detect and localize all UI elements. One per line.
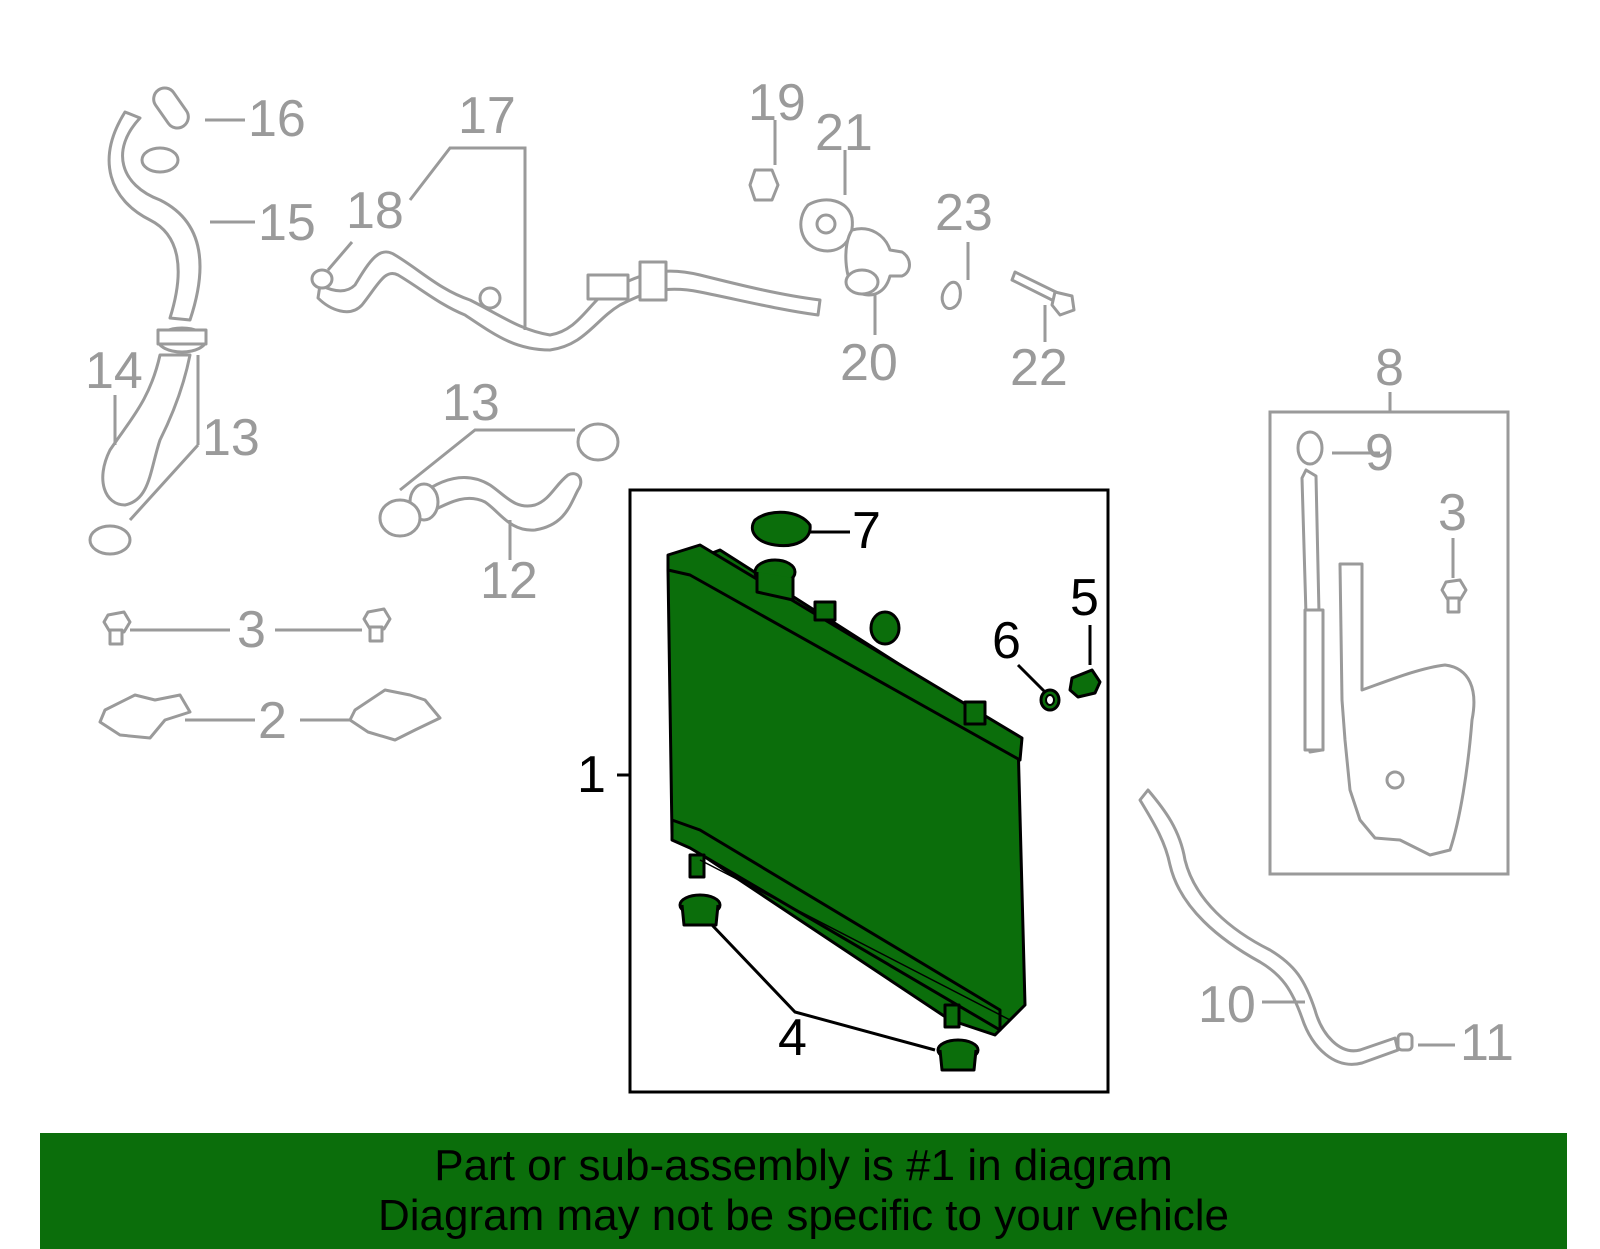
callout-16: 16 (248, 90, 306, 148)
part-3-bolt-right (362, 607, 392, 643)
part-13-clamp-b (576, 422, 620, 462)
part-13-clamp-a (378, 498, 422, 538)
part-14-lower-hose (101, 353, 192, 507)
part-1-radiator[interactable] (666, 543, 1027, 1037)
callout-10: 10 (1198, 976, 1256, 1034)
part-19-bolt (748, 168, 780, 202)
callout-21: 21 (815, 104, 873, 162)
part-22-bolt (1010, 270, 1076, 317)
part-8-reservoir-box (1268, 392, 1510, 876)
callout-19: 19 (748, 74, 806, 132)
part-7-radiator-cap (750, 510, 812, 548)
callout-7: 7 (852, 502, 881, 560)
callout-12: 12 (480, 552, 538, 610)
callout-8: 8 (1375, 339, 1404, 397)
callout-4: 4 (778, 1009, 807, 1067)
banner-line-1: Part or sub-assembly is #1 in diagram (434, 1141, 1173, 1190)
part-12-hose (408, 472, 583, 532)
callout-15: 15 (258, 194, 316, 252)
callout-5: 5 (1070, 569, 1099, 627)
part-15-upper-hose (107, 110, 202, 322)
parts-diagram: 16 15 14 13 17 18 19 21 20 23 22 13 12 3… (85, 74, 1514, 1094)
part-6-washer (1039, 688, 1061, 712)
part-20-water-outlet (844, 227, 911, 297)
callout-11: 11 (1460, 1014, 1514, 1072)
part-3-bolt-box (1440, 578, 1468, 614)
callout-14: 14 (85, 342, 143, 400)
info-banner: Part or sub-assembly is #1 in diagram Di… (40, 1133, 1567, 1249)
callout-23: 23 (935, 184, 993, 242)
part-16-plug (152, 86, 190, 130)
part-13-clamp-left (156, 326, 208, 354)
banner-line-2: Diagram may not be specific to your vehi… (377, 1191, 1230, 1240)
part-3-bolt-left (102, 610, 132, 646)
callout-1: 1 (577, 746, 606, 804)
part-4-cushion-left (678, 893, 722, 927)
part-21-gasket (799, 198, 854, 253)
leader-lines (113, 118, 1455, 1052)
callout-20: 20 (840, 334, 898, 392)
part-2-bracket-left (98, 693, 192, 740)
part-17-bypass-pipe (310, 250, 822, 352)
callout-3-left: 3 (237, 601, 266, 659)
callout-13-left: 13 (202, 409, 260, 467)
callout-3-box: 3 (1438, 484, 1467, 542)
part-4-cushion-right (936, 1038, 980, 1072)
callout-18: 18 (346, 182, 404, 240)
part-5-drain-plug (1068, 668, 1102, 699)
callout-labels: 16 15 14 13 17 18 19 21 20 23 22 13 12 3… (85, 74, 1514, 1072)
part-11-clamp (1396, 1032, 1414, 1052)
part-8-reservoir (1338, 562, 1476, 857)
part-2-bracket-right (348, 688, 442, 742)
callout-2: 2 (258, 692, 287, 750)
callout-22: 22 (1010, 339, 1068, 397)
part-9-cap (1296, 430, 1325, 754)
part-23-nut (940, 280, 962, 310)
callout-13-middle: 13 (442, 374, 500, 432)
callout-9: 9 (1365, 424, 1394, 482)
part-13-clamp-bottom (88, 524, 132, 556)
callout-6: 6 (992, 612, 1021, 670)
callout-17: 17 (458, 87, 516, 145)
part-10-overflow-hose (1138, 788, 1400, 1066)
